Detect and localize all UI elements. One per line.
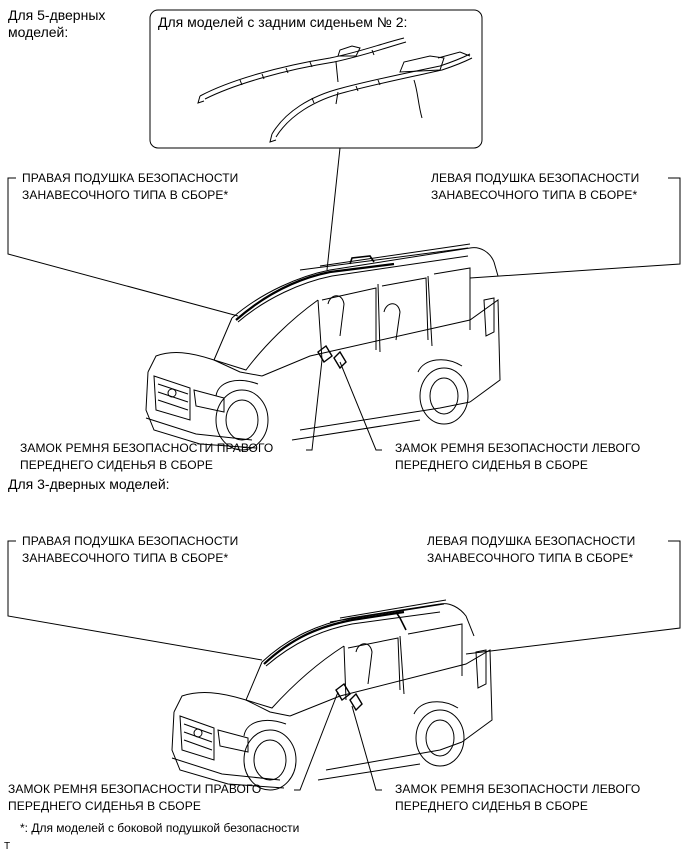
right-buckle-label-2-line1: ЗАМОК РЕМНЯ БЕЗОПАСНОСТИ ПРАВОГО	[8, 782, 262, 796]
inset-airbag-upper	[197, 37, 407, 104]
footnote: *: Для моделей с боковой подушкой безопа…	[20, 821, 300, 835]
leader-right-buckle-1	[306, 359, 323, 451]
section1-heading: Для 5-дверных моделей:	[8, 7, 105, 41]
right-curtain-label-2-line1: ПРАВАЯ ПОДУШКА БЕЗОПАСНОСТИ	[22, 534, 239, 548]
leader-left-curtain-2	[465, 540, 681, 655]
section2-heading: Для 3-дверных моделей:	[8, 476, 170, 492]
right-buckle-label-1-line2: ПЕРЕДНЕГО СИДЕНЬЯ В СБОРЕ	[20, 458, 213, 472]
left-buckle-label-2-line1: ЗАМОК РЕМНЯ БЕЗОПАСНОСТИ ЛЕВОГО	[395, 782, 641, 796]
left-curtain-label-1-line1: ЛЕВАЯ ПОДУШКА БЕЗОПАСНОСТИ	[431, 171, 640, 185]
leader-left-buckle-2	[351, 705, 382, 791]
right-buckle-label-1: ЗАМОК РЕМНЯ БЕЗОПАСНОСТИ ПРАВОГО ПЕРЕДНЕ…	[20, 440, 273, 474]
right-curtain-label-1-line2: ЗАНАВЕСОЧНОГО ТИПА В СБОРЕ*	[22, 188, 229, 202]
left-curtain-label-1-line2: ЗАНАВЕСОЧНОГО ТИПА В СБОРЕ*	[431, 188, 638, 202]
inset-airbag-lower	[269, 51, 473, 143]
leader-right-curtain-2	[7, 540, 263, 661]
right-curtain-label-2-line2: ЗАНАВЕСОЧНОГО ТИПА В СБОРЕ*	[22, 551, 229, 565]
leader-left-curtain-1	[469, 177, 681, 279]
left-curtain-label-2-line2: ЗАНАВЕСОЧНОГО ТИПА В СБОРЕ*	[427, 551, 634, 565]
right-buckle-label-1-line1: ЗАМОК РЕМНЯ БЕЗОПАСНОСТИ ПРАВОГО	[20, 441, 274, 455]
inset-title: Для моделей с задним сиденьем № 2:	[158, 14, 408, 30]
left-curtain-label-1: ЛЕВАЯ ПОДУШКА БЕЗОПАСНОСТИ ЗАНАВЕСОЧНОГО…	[431, 170, 639, 204]
left-curtain-label-2: ЛЕВАЯ ПОДУШКА БЕЗОПАСНОСТИ ЗАНАВЕСОЧНОГО…	[427, 533, 635, 567]
vehicle-3-door	[171, 599, 493, 791]
right-buckle-label-2-line2: ПЕРЕДНЕГО СИДЕНЬЯ В СБОРЕ	[8, 799, 201, 813]
vehicle-5-door	[145, 243, 501, 451]
inset-box	[149, 9, 483, 149]
leader-left-buckle-1	[339, 361, 382, 451]
leader-right-buckle-2	[294, 691, 339, 791]
leader-right-curtain-1	[7, 177, 239, 317]
right-buckle-label-2: ЗАМОК РЕМНЯ БЕЗОПАСНОСТИ ПРАВОГО ПЕРЕДНЕ…	[8, 781, 261, 815]
section1-heading-line2: моделей:	[8, 24, 69, 40]
left-buckle-label-2-line2: ПЕРЕДНЕГО СИДЕНЬЯ В СБОРЕ	[395, 799, 588, 813]
section1-heading-line1: Для 5-дверных	[8, 7, 106, 23]
right-curtain-label-1: ПРАВАЯ ПОДУШКА БЕЗОПАСНОСТИ ЗАНАВЕСОЧНОГ…	[22, 170, 238, 204]
left-buckle-label-2: ЗАМОК РЕМНЯ БЕЗОПАСНОСТИ ЛЕВОГО ПЕРЕДНЕГ…	[395, 781, 640, 815]
left-buckle-label-1-line2: ПЕРЕДНЕГО СИДЕНЬЯ В СБОРЕ	[395, 458, 588, 472]
left-buckle-label-1-line1: ЗАМОК РЕМНЯ БЕЗОПАСНОСТИ ЛЕВОГО	[395, 441, 641, 455]
right-curtain-label-2: ПРАВАЯ ПОДУШКА БЕЗОПАСНОСТИ ЗАНАВЕСОЧНОГ…	[22, 533, 238, 567]
corner-mark: T	[4, 841, 11, 852]
left-curtain-label-2-line1: ЛЕВАЯ ПОДУШКА БЕЗОПАСНОСТИ	[427, 534, 636, 548]
inset-leader	[326, 147, 341, 271]
left-buckle-label-1: ЗАМОК РЕМНЯ БЕЗОПАСНОСТИ ЛЕВОГО ПЕРЕДНЕГ…	[395, 440, 640, 474]
right-curtain-label-1-line1: ПРАВАЯ ПОДУШКА БЕЗОПАСНОСТИ	[22, 171, 239, 185]
